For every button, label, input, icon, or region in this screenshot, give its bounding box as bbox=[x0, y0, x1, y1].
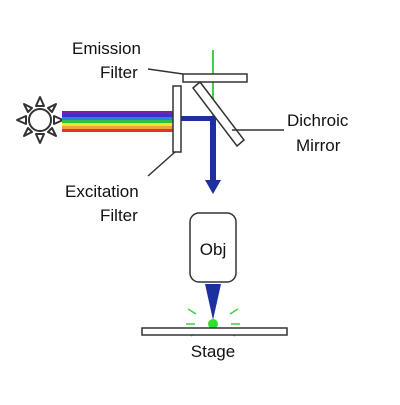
spectrum-band bbox=[62, 129, 173, 132]
excitation-beam bbox=[178, 116, 221, 194]
spectrum-band bbox=[62, 126, 173, 129]
excitation-filter-label-line2: Filter bbox=[100, 206, 138, 225]
spectrum-band bbox=[62, 120, 173, 123]
spectrum-band bbox=[62, 123, 173, 126]
dichroic-mirror bbox=[191, 80, 246, 148]
excitation-filter-label-line1: Excitation bbox=[65, 182, 139, 201]
stage-label: Stage bbox=[191, 342, 235, 361]
stage-plate bbox=[141, 327, 288, 336]
dichroic-mirror-label-line2: Mirror bbox=[296, 136, 341, 155]
spectrum-band bbox=[62, 117, 173, 120]
emission-filter bbox=[182, 73, 248, 83]
spectrum-beam bbox=[62, 111, 173, 132]
objective-label: Obj bbox=[200, 240, 226, 259]
emission-filter-label-line2: Filter bbox=[100, 63, 138, 82]
excitation-filter bbox=[172, 85, 182, 153]
dichroic-mirror-label-line1: Dichroic bbox=[287, 111, 349, 130]
emission-filter-leader bbox=[147, 68, 184, 75]
focus-cone bbox=[205, 284, 221, 320]
excitation-filter-leader bbox=[147, 151, 176, 177]
spectrum-band bbox=[62, 111, 173, 114]
emission-filter-label-line1: Emission bbox=[72, 39, 141, 58]
spectrum-band bbox=[62, 114, 173, 117]
sun-icon bbox=[16, 96, 64, 144]
objective-body bbox=[189, 212, 237, 283]
fluorescence-spot bbox=[208, 319, 218, 329]
